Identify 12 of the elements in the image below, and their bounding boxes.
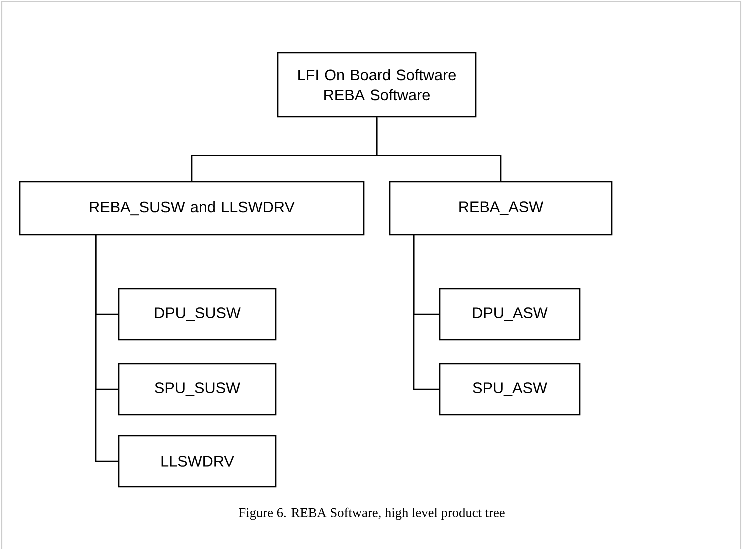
tree-box: REBA_ASW: [389, 181, 613, 236]
tree-box: DPU_SUSW: [118, 288, 277, 341]
connector-line: [95, 235, 118, 462]
tree-box: DPU_ASW: [439, 288, 581, 341]
connector-line: [413, 235, 440, 390]
tree-box: SPU_ASW: [439, 363, 581, 416]
tree-box: REBA_SUSW and LLSWDRV: [19, 181, 365, 236]
tree-box: SPU_SUSW: [118, 363, 277, 416]
tree-box: LLSWDRV: [118, 435, 277, 488]
tree-box: LFI On Board Software REBA Software: [277, 52, 477, 118]
figure-caption: Figure 6. REBA Software, high level product tree: [239, 508, 505, 520]
connector-line: [376, 118, 502, 182]
